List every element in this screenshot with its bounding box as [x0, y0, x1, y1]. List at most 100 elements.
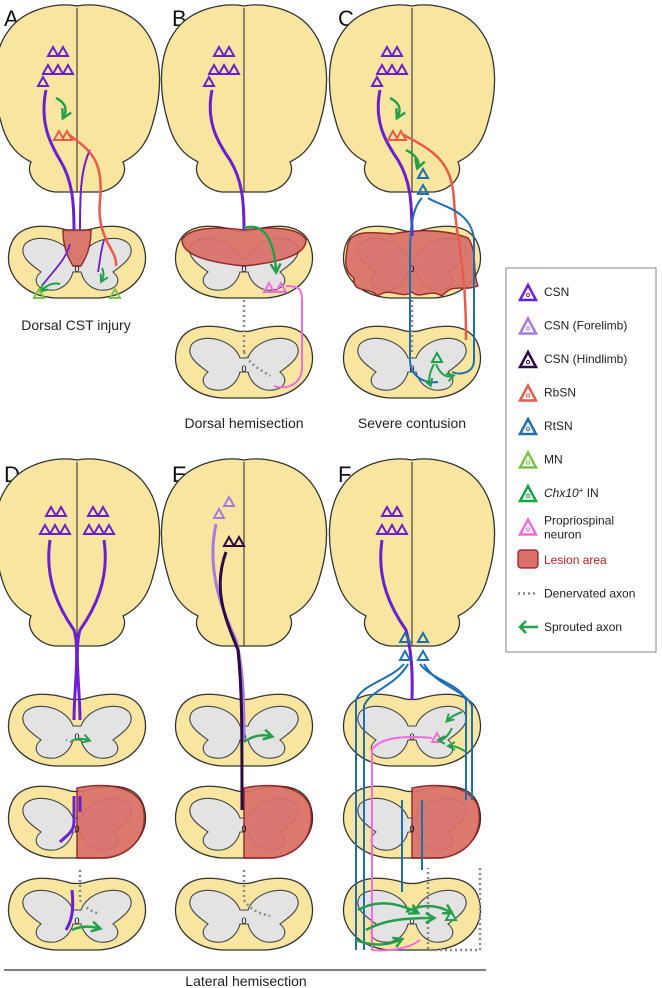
rtsn-axons — [355, 663, 473, 950]
csn-axon — [47, 539, 79, 721]
denervated-axon — [78, 870, 101, 916]
spinal-cord-section: 0 — [174, 877, 314, 951]
legend-label: Denervated axon — [544, 587, 635, 601]
legend-triangle-icon — [517, 416, 539, 436]
rbsn-axon — [401, 132, 468, 341]
lesion-area — [411, 784, 480, 859]
sprouted-axon — [435, 727, 453, 745]
legend-triangle-icon — [517, 349, 539, 369]
csn-axon — [376, 89, 414, 237]
sprouted-axon — [39, 282, 61, 293]
sprouted-axon — [423, 363, 435, 388]
legend-label: CSN — [544, 285, 569, 299]
legend-label: RbSN — [544, 386, 576, 400]
legend-label: CSN (Hindlimb) — [544, 352, 627, 366]
central-canal: 0 — [241, 264, 246, 274]
central-canal: 0 — [409, 916, 414, 926]
sprouted-axon — [389, 96, 406, 121]
csn-axon — [75, 539, 107, 721]
spinal-cord-section: 0 — [174, 325, 314, 399]
brain — [160, 4, 328, 193]
spinal-cord-section: 0 — [342, 225, 482, 299]
central-canal: 0 — [241, 364, 246, 374]
sprouted-axon — [99, 267, 109, 284]
csn-axon — [41, 243, 71, 287]
legend: CSN CSN (Forelimb) CSN (Hindlimb) RbSN RtSN M… — [505, 267, 657, 653]
sprouted-axon — [445, 711, 463, 723]
legend-item: MN — [517, 449, 563, 469]
legend-item: Lesion area — [517, 549, 607, 569]
panel-e: E 0 0 0 — [160, 458, 328, 951]
legend-triangle-icon — [517, 516, 539, 536]
legend-item: RtSN — [517, 416, 573, 436]
sprouted-axon — [405, 148, 426, 171]
mn-neuron — [32, 286, 46, 299]
csn-neurons — [38, 504, 116, 535]
central-canal: 0 — [409, 824, 414, 834]
central-canal: 0 — [74, 916, 79, 926]
central-canal: 0 — [74, 732, 79, 742]
csn-axon — [208, 89, 246, 231]
rtsn-neurons — [416, 166, 430, 195]
spinal-cord-section: 0 — [7, 225, 147, 299]
legend-label: CSN (Forelimb) — [544, 319, 627, 333]
legend-item: Denervated axon — [518, 587, 635, 601]
sprouted-axon — [445, 741, 467, 753]
legend-triangle-icon — [517, 449, 539, 469]
panel-c: C 0 0 Severe c — [328, 4, 496, 431]
lesion-area — [76, 784, 145, 859]
csn-axon — [64, 889, 75, 931]
csn-neurons — [202, 44, 241, 87]
legend-item: CSN (Hindlimb) — [517, 349, 627, 369]
sprouted-axon — [435, 363, 456, 383]
denervated-axon — [426, 868, 482, 952]
denervated-axon — [242, 870, 271, 918]
central-canal: 0 — [74, 824, 79, 834]
mn-neuron — [108, 286, 122, 299]
legend-item: Chx10+ IN — [517, 483, 599, 503]
lesion-area — [62, 229, 92, 267]
central-canal: 0 — [409, 264, 414, 274]
csn-neurons — [370, 44, 409, 87]
bottom-caption: Lateral hemisection — [185, 973, 306, 988]
csn-axon — [58, 796, 76, 844]
csn-forelimb-axon — [211, 523, 246, 741]
panel-a: A 0 Dorsal CST injury — [0, 4, 161, 333]
lesion-area — [243, 784, 312, 859]
denervated-axon — [242, 300, 271, 378]
sprouted-axon — [55, 96, 72, 121]
sprouted-axon — [365, 911, 438, 932]
spinal-cord-section: 0 — [342, 877, 482, 951]
brain — [0, 458, 161, 647]
csn-neurons — [36, 44, 75, 87]
propriospinal-axon — [371, 939, 421, 952]
csn-forelimb-neurons — [212, 494, 236, 519]
csn-hindlimb-neurons — [222, 534, 246, 547]
legend-triangle-icon — [517, 282, 539, 302]
csn-axon — [42, 89, 76, 231]
sprouted-axon — [243, 728, 275, 744]
spinal-cord-section: 0 — [7, 877, 147, 951]
brain — [0, 4, 161, 193]
denervated-axon — [65, 739, 73, 743]
legend-label: Sprouted axon — [544, 620, 622, 634]
legend-triangle-icon — [517, 382, 539, 402]
legend-arrow-icon — [518, 620, 538, 634]
brain — [328, 4, 496, 193]
legend-triangle-icon — [517, 483, 539, 503]
legend-lesion-icon — [517, 549, 539, 569]
legend-label: RtSN — [544, 419, 573, 433]
panel-b: B 0 0 Dorsal hemisection — [160, 4, 328, 431]
sprouted-axon — [405, 903, 455, 915]
legend-triangle-icon — [517, 315, 539, 335]
csn-neurons — [375, 504, 409, 535]
rtsn-axon — [427, 197, 475, 375]
chx10-neuron — [444, 908, 458, 921]
csn-axon — [79, 149, 91, 231]
rbsn-axon — [67, 132, 118, 267]
central-canal: 0 — [241, 824, 246, 834]
legend-label: MN — [544, 453, 563, 467]
sprouted-axon — [243, 225, 282, 276]
